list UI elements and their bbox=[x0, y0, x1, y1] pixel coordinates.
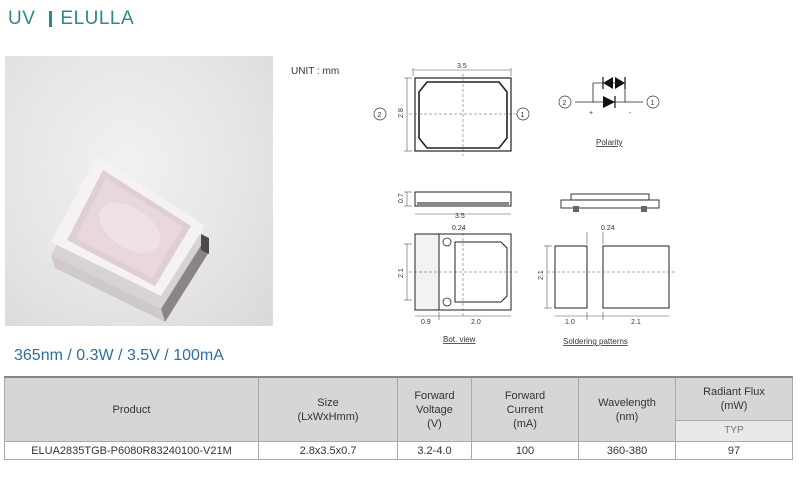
dimension-drawings: UNIT : mm 3.5 2.8 2 1 2 1 bbox=[285, 56, 695, 348]
bottom-view: 3.5 0.24 2.1 0.9 2.0 Bot. view bbox=[398, 213, 517, 344]
dim-sp-gap: 0.24 bbox=[601, 225, 615, 232]
pin1-marker-pol: 1 bbox=[651, 100, 655, 107]
dim-sp-right: 2.1 bbox=[631, 319, 641, 326]
unit-label: UNIT : mm bbox=[291, 66, 339, 77]
dim-thickness: 0.7 bbox=[398, 193, 405, 203]
title-divider bbox=[49, 11, 53, 27]
header-radiant-flux: Radiant Flux(mW) bbox=[675, 376, 793, 421]
pin2-marker-pol: 2 bbox=[563, 100, 567, 107]
side-view: 0.7 bbox=[398, 191, 512, 207]
header-size: Size(LxWxHmm) bbox=[258, 376, 398, 442]
dim-width-bot: 3.5 bbox=[455, 213, 465, 220]
brand-title: ELULLA bbox=[60, 8, 135, 29]
soldering-pattern: 0.24 2.1 1.0 2.1 Soldering patterns bbox=[538, 225, 677, 346]
dim-height-side: 2.8 bbox=[398, 108, 405, 118]
dim-sp-left: 1.0 bbox=[565, 319, 575, 326]
spec-summary: 365nm / 0.3W / 3.5V / 100mA bbox=[14, 347, 224, 364]
cell-current: 100 bbox=[471, 441, 579, 460]
dim-pad-gap: 0.24 bbox=[452, 225, 466, 232]
soldering-side bbox=[560, 193, 660, 212]
polarity-minus: - bbox=[629, 110, 632, 117]
cell-wavelength: 360-380 bbox=[578, 441, 676, 460]
dim-pad-w: 0.9 bbox=[421, 319, 431, 326]
pin2-marker-top: 2 bbox=[378, 112, 382, 119]
drawing-canvas: UNIT : mm 3.5 2.8 2 1 2 1 bbox=[291, 63, 677, 346]
bot-view-label: Bot. view bbox=[443, 335, 476, 344]
cell-voltage: 3.2-4.0 bbox=[397, 441, 472, 460]
product-photo bbox=[5, 56, 273, 326]
dim-body-w: 2.0 bbox=[471, 319, 481, 326]
header-typ: TYP bbox=[675, 420, 793, 442]
polarity-symbol: 2 1 + - Polarity bbox=[558, 77, 660, 147]
table-row: ELUA2835TGB-P6080R83240100-V21M 2.8x3.5x… bbox=[4, 441, 793, 460]
top-view: 3.5 2.8 2 1 bbox=[373, 63, 530, 156]
pin1-marker-top: 1 bbox=[521, 112, 525, 119]
polarity-label: Polarity bbox=[596, 138, 623, 147]
soldering-label: Soldering patterns bbox=[563, 337, 628, 346]
cell-product: ELUA2835TGB-P6080R83240100-V21M bbox=[4, 441, 259, 460]
cell-size: 2.8x3.5x0.7 bbox=[258, 441, 398, 460]
dim-width-top: 3.5 bbox=[457, 63, 467, 70]
category-title: UV bbox=[8, 8, 36, 29]
page-header: UV ELULLA bbox=[8, 6, 134, 32]
header-product: Product bbox=[4, 376, 259, 442]
dim-sp-height: 2.1 bbox=[538, 270, 545, 280]
led-package-image bbox=[51, 156, 209, 322]
polarity-plus: + bbox=[589, 110, 593, 117]
cell-flux: 97 bbox=[675, 441, 793, 460]
header-wavelength: Wavelength(nm) bbox=[578, 376, 676, 442]
dim-height-bot: 2.1 bbox=[398, 268, 405, 278]
